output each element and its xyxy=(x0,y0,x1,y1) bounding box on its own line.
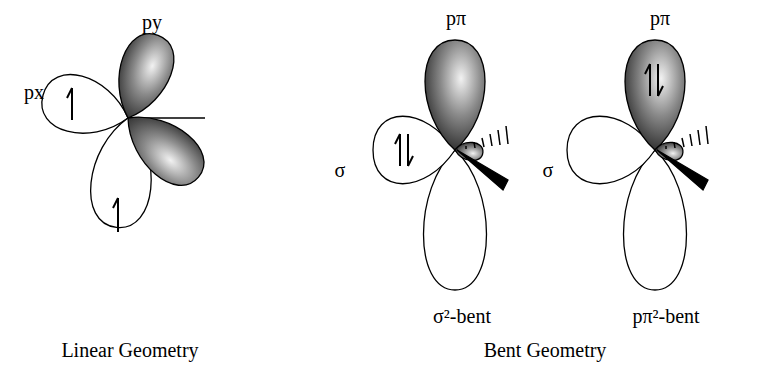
wedge-bond xyxy=(657,150,708,190)
py-lobe xyxy=(104,27,182,127)
p-pi-lobe xyxy=(425,40,485,150)
electron-pair xyxy=(395,134,413,166)
state-label: pπ²-bent xyxy=(632,306,699,326)
orbital-label: px xyxy=(24,82,44,102)
py-lobe xyxy=(112,98,215,196)
orbital-label: pπ xyxy=(650,8,670,28)
electron-arrow xyxy=(67,88,118,232)
p-pi-lobe xyxy=(625,40,685,150)
orbital-label: py xyxy=(142,12,162,32)
hashed-bond xyxy=(666,126,708,149)
orbital-label: σ xyxy=(335,160,346,180)
electron-pair xyxy=(645,64,663,96)
geometry-caption: Linear Geometry xyxy=(61,340,198,360)
wedge-bond xyxy=(457,150,508,190)
geometry-caption: Bent Geometry xyxy=(484,340,607,360)
hashed-bond xyxy=(466,126,508,149)
orbital-label: pπ xyxy=(446,8,466,28)
state-label: σ²-bent xyxy=(433,306,491,326)
orbital-label: σ xyxy=(543,160,554,180)
